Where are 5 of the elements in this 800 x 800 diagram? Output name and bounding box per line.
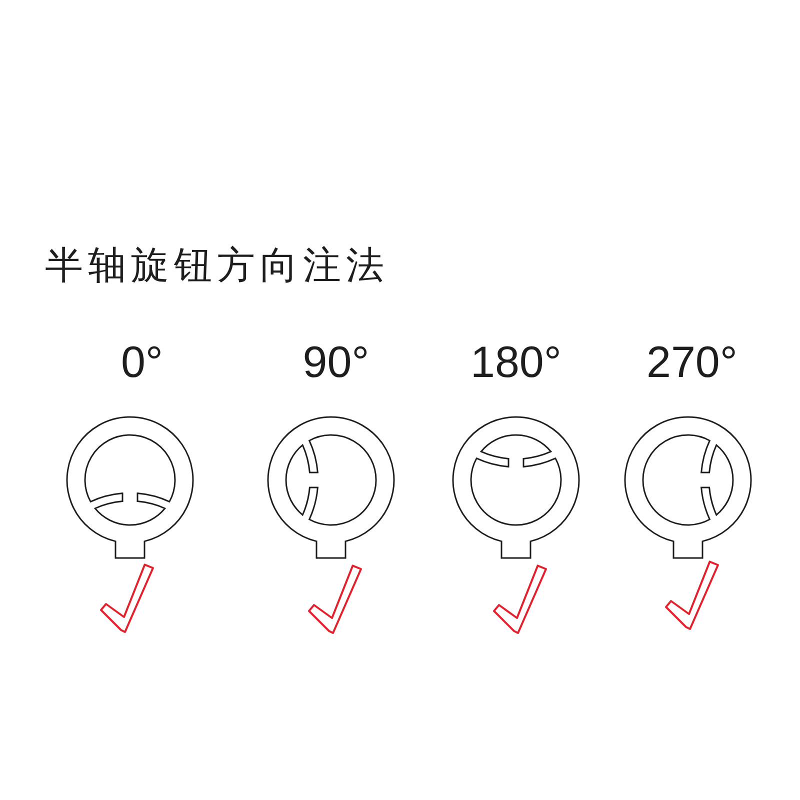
angle-label: 0° [120, 340, 164, 386]
angle-label: 180° [470, 340, 562, 386]
title: 半轴旋钮方向注法 [45, 244, 389, 288]
angle-label: 270° [646, 340, 738, 386]
angle-label: 90° [302, 340, 370, 386]
